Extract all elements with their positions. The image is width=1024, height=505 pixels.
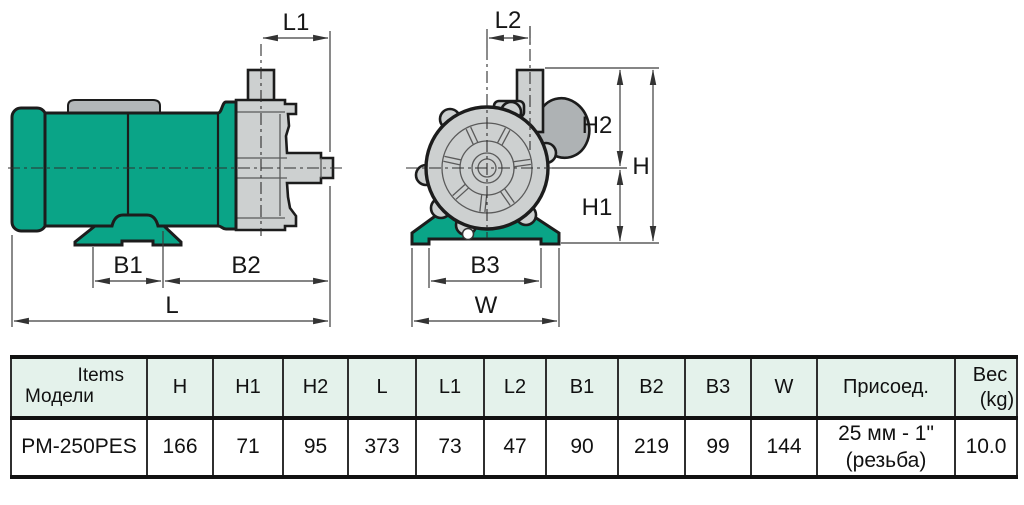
value-B3: 99: [684, 417, 752, 478]
dim-label-W: W: [475, 292, 498, 319]
connection-line1: 25 мм - 1": [838, 422, 934, 445]
dim-label-B3: B3: [470, 252, 499, 279]
pump-dimension-drawing: L1 B1 B2 L: [8, 7, 659, 327]
value-B1: 90: [545, 417, 619, 478]
corner-items-label: Items: [77, 365, 124, 386]
value-H: 166: [146, 417, 214, 478]
value-H2: 95: [282, 417, 349, 478]
col-header-W: W: [750, 356, 818, 419]
side-pump-head: [234, 98, 335, 232]
value-W: 144: [750, 417, 818, 478]
dim-label-H2: H2: [582, 112, 613, 139]
value-H1: 71: [212, 417, 284, 478]
col-header-connection: Присоед.: [816, 356, 956, 419]
model-cell: PM-250PES: [10, 417, 148, 478]
col-header-L2: L2: [483, 356, 547, 419]
value-L: 373: [347, 417, 417, 478]
motor-top-strip: [67, 99, 161, 114]
dim-label-L: L: [165, 292, 178, 319]
col-header-H: H: [146, 356, 214, 419]
value-L2: 47: [483, 417, 547, 478]
corner-cell: Items Модели: [10, 356, 148, 419]
motor-body: [43, 100, 238, 231]
pump-side-view: L1 B1 B2 L: [8, 9, 344, 327]
col-header-H1: H1: [212, 356, 284, 419]
table-row: PM-250PES 166 71 95 373 73 47 90 219 99 …: [10, 417, 1018, 478]
dim-label-B2: B2: [231, 252, 260, 279]
mounting-foot-side: [73, 213, 183, 247]
weight-header-line1: Вес: [972, 363, 1008, 386]
value-L1: 73: [415, 417, 485, 478]
header-row: Items Модели H H1 H2 L L1 L2 B1 B2 B3 W …: [10, 356, 1018, 419]
dim-label-H: H: [632, 153, 649, 180]
col-header-L1: L1: [415, 356, 485, 419]
dim-label-L1: L1: [283, 9, 310, 36]
pump-front-view: L2 H2 H1 H B3 W: [406, 7, 659, 327]
col-header-B1: B1: [545, 356, 619, 419]
col-header-L: L: [347, 356, 417, 419]
col-header-weight: Вес (kg): [954, 356, 1018, 419]
col-header-B2: B2: [617, 356, 686, 419]
casing-ribs: [443, 126, 532, 213]
col-header-B3: B3: [684, 356, 752, 419]
value-B2: 219: [617, 417, 686, 478]
corner-models-label: Модели: [25, 386, 94, 407]
value-connection: 25 мм - 1" (резьба): [816, 417, 956, 478]
dim-label-B1: B1: [113, 252, 142, 279]
motor-end-cap: [10, 106, 48, 233]
connection-line2: (резьба): [845, 449, 927, 473]
dimensions-table: Items Модели H H1 H2 L L1 L2 B1 B2 B3 W …: [10, 355, 1018, 479]
dim-label-L2: L2: [495, 7, 522, 34]
weight-header-line2: (kg): [979, 388, 1015, 411]
col-header-H2: H2: [282, 356, 349, 419]
dim-label-H1: H1: [582, 194, 613, 221]
foot-bolt-hole: [461, 227, 475, 241]
value-weight: 10.0: [954, 417, 1018, 478]
